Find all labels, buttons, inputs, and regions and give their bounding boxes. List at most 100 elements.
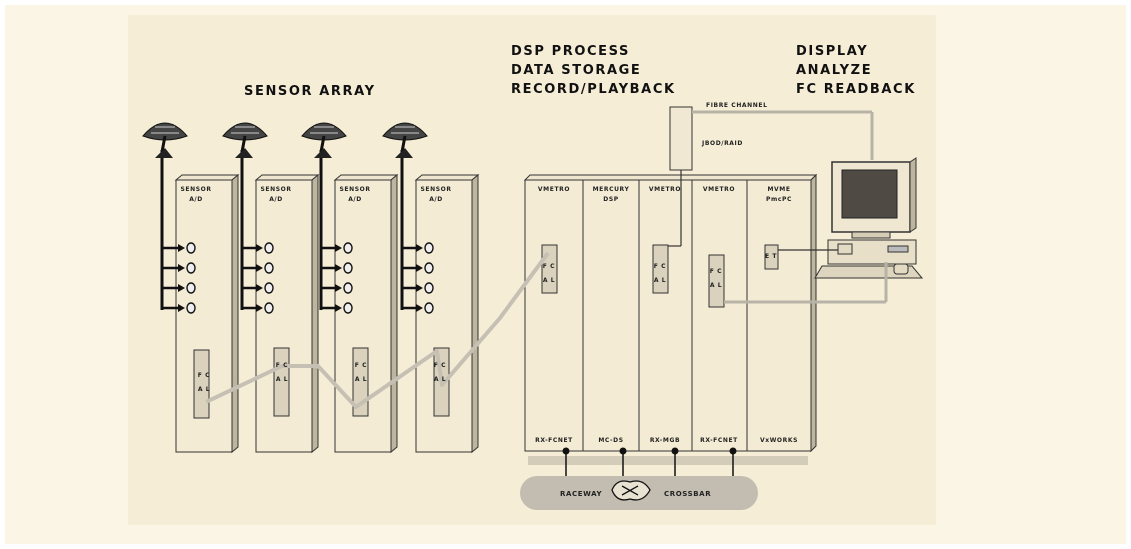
sensor-card-top xyxy=(174,174,240,181)
port-arrow xyxy=(256,264,263,272)
rack-4-port-fc: F C xyxy=(709,268,723,275)
sensor-card-2-sub: A/D xyxy=(269,196,283,203)
backplane-bar xyxy=(528,456,808,465)
port-connector xyxy=(264,242,274,254)
rack-card-2-label: MERCURY xyxy=(592,186,630,193)
port-connector xyxy=(186,242,196,254)
sensor-card-top xyxy=(414,174,480,181)
rack-card-2-sub: DSP xyxy=(603,196,619,203)
dsp-heading-record: RECORD/PLAYBACK xyxy=(511,82,676,97)
port-arrow xyxy=(416,244,423,252)
antenna-dish-ribs xyxy=(391,126,419,134)
antenna-base xyxy=(395,148,413,158)
port-connector xyxy=(186,282,196,294)
port-arrow xyxy=(335,304,342,312)
raceway-crossbar xyxy=(520,447,808,510)
port-connector xyxy=(264,302,274,314)
antenna-mount xyxy=(160,135,167,153)
port-arrow xyxy=(416,304,423,312)
port-connector xyxy=(424,282,434,294)
antenna-layer xyxy=(142,122,428,158)
sensor-3-port-al: A L xyxy=(354,376,368,383)
sensor-card-side xyxy=(231,173,239,454)
sensor-2-port-al: A L xyxy=(275,376,289,383)
antenna-dish-icon xyxy=(142,122,188,141)
mouse xyxy=(893,263,909,275)
antenna-dish-icon xyxy=(382,122,428,141)
port-connector xyxy=(186,302,196,314)
rack-3-port-fc: F C xyxy=(653,263,667,270)
sensor-card-4-label: SENSOR xyxy=(420,186,452,193)
raceway-node xyxy=(729,447,737,455)
rack-card-1-bottom: RX-FCNET xyxy=(535,437,573,444)
rack-card-3-bottom: RX-MGB xyxy=(649,437,681,444)
port-connector xyxy=(343,302,353,314)
display-heading: DISPLAY xyxy=(796,44,869,59)
sensor-card-top xyxy=(254,174,320,181)
rack-front xyxy=(524,179,812,452)
sensor-card-side xyxy=(390,173,398,454)
monitor-side xyxy=(909,157,917,233)
port-connector xyxy=(343,242,353,254)
drive-slot xyxy=(887,245,909,253)
antenna-base xyxy=(314,148,332,158)
vme-rack xyxy=(523,173,818,453)
port-connector xyxy=(424,242,434,254)
fc-module xyxy=(708,254,725,308)
crossbar-icon xyxy=(611,480,651,501)
rack-card-5-label: MVME xyxy=(767,186,791,193)
antenna-dish-ribs xyxy=(231,126,259,134)
fibre-channel-label: FIBRE CHANNEL xyxy=(706,102,768,109)
rack-1-port-fc: F C xyxy=(542,263,556,270)
monitor-stand xyxy=(851,231,891,239)
sensor-fc-module xyxy=(193,349,210,419)
port-connector xyxy=(343,282,353,294)
rack-card-5-bottom: VxWORKS xyxy=(759,437,799,444)
fc-loop-link xyxy=(205,251,550,409)
rack-5-port-et: E T xyxy=(764,253,778,260)
sensor-4-port-al: A L xyxy=(433,376,447,383)
rack-card-4-label: VMETRO xyxy=(702,186,736,193)
analyze-heading: ANALYZE xyxy=(796,63,873,78)
raceway-node xyxy=(619,447,627,455)
port-arrow xyxy=(335,244,342,252)
rack-1-port-al: A L xyxy=(542,277,556,284)
port-arrow xyxy=(178,264,185,272)
fc-module xyxy=(652,244,669,294)
sensor-card-1-sub: A/D xyxy=(189,196,203,203)
crossbar-label: CROSSBAR xyxy=(664,490,712,498)
port-connector xyxy=(264,262,274,274)
rack-card-5-sub: PmcPC xyxy=(765,196,793,203)
dsp-heading-storage: DATA STORAGE xyxy=(511,63,642,78)
antenna-mount xyxy=(240,135,247,153)
sensor-card-side xyxy=(471,173,479,454)
rack-card-4-bottom: RX-FCNET xyxy=(700,437,738,444)
fc-readback-heading: FC READBACK xyxy=(796,82,916,97)
sensor-card-2-label: SENSOR xyxy=(260,186,292,193)
jbod-raid-storage xyxy=(668,106,874,247)
jbod-raid-label: JBOD/RAID xyxy=(702,140,743,147)
antenna-base xyxy=(235,148,253,158)
sensor-4-port-fc: F C xyxy=(433,362,447,369)
port-arrow xyxy=(178,244,185,252)
port-arrow xyxy=(256,244,263,252)
port-arrow xyxy=(178,284,185,292)
sensor-card-3-sub: A/D xyxy=(348,196,362,203)
port-connector xyxy=(186,262,196,274)
port-connector xyxy=(424,262,434,274)
sensor-card-3-label: SENSOR xyxy=(339,186,371,193)
port-arrow xyxy=(416,284,423,292)
rack-4-port-al: A L xyxy=(709,282,723,289)
port-connector xyxy=(264,282,274,294)
antenna-mount xyxy=(319,135,326,153)
rack-top xyxy=(523,174,818,181)
port-arrow xyxy=(335,284,342,292)
raceway-label: RACEWAY xyxy=(560,490,603,498)
port-arrow xyxy=(256,304,263,312)
antenna-base xyxy=(155,148,173,158)
sensor-card-1-label: SENSOR xyxy=(180,186,212,193)
cable-connector xyxy=(837,243,853,255)
port-arrow xyxy=(256,284,263,292)
sensor-card-4-sub: A/D xyxy=(429,196,443,203)
